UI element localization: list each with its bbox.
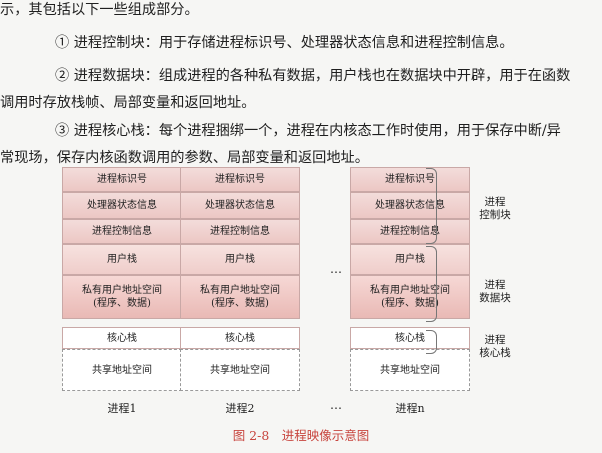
kernel-stack-brace (426, 330, 437, 354)
shared-space-box: 共享地址空间 (350, 349, 470, 391)
paragraph-line-4: 调用时存放栈帧、局部变量和返回地址。 (0, 95, 256, 111)
ctrl-info-box: 进程控制信息 (350, 219, 470, 244)
kernel-stack-box: 核心栈 (62, 327, 182, 349)
ctrl-info-box: 进程控制信息 (62, 219, 182, 244)
ctrl-info-label: 进程控制信息 (210, 226, 270, 237)
ellipsis-bottom: … (330, 398, 342, 412)
pcb-brace (426, 168, 437, 244)
user-stack-box: 用户栈 (62, 244, 182, 275)
kernel-stack-box: 核心栈 (180, 327, 300, 349)
private-space-sublabel: (程序、数据) (381, 298, 439, 309)
shared-space-box: 共享地址空间 (62, 349, 182, 391)
cpu-state-box: 处理器状态信息 (62, 192, 182, 219)
process-label: 进程1 (107, 402, 137, 415)
paragraph-line-1: 示，其包括以下一些组成部分。 (0, 2, 199, 18)
user-stack-label: 用户栈 (225, 254, 255, 265)
ellipsis-middle: … (330, 262, 342, 276)
paragraph-line-2: ① 进程控制块：用于存储进程标识号、处理器状态信息和进程控制信息。 (55, 35, 514, 51)
user-stack-label: 用户栈 (107, 254, 137, 265)
paragraph-line-3: ② 进程数据块：组成进程的各种私有数据，用户栈也在数据块中开辟，用于在函数 (55, 68, 571, 84)
shared-space-label: 共享地址空间 (210, 364, 270, 376)
pid-box: 进程标识号 (180, 167, 300, 192)
user-stack-box: 用户栈 (350, 244, 470, 275)
shared-space-label: 共享地址空间 (380, 364, 440, 376)
ctrl-info-label: 进程控制信息 (380, 226, 440, 237)
cpu-state-label: 处理器状态信息 (375, 200, 445, 211)
kernel-stack-label: 核心栈 (225, 332, 255, 344)
pid-label: 进程标识号 (215, 174, 265, 185)
process-label: 进程2 (225, 402, 255, 415)
private-space-sublabel: (程序、数据) (93, 298, 151, 309)
shared-space-label: 共享地址空间 (92, 364, 152, 376)
paragraph-line-6: 常现场，保存内核函数调用的参数、局部变量和返回地址。 (0, 150, 369, 166)
pid-box: 进程标识号 (350, 167, 470, 192)
pid-label: 进程标识号 (385, 174, 435, 185)
data-group-label: 进程 数据块 (470, 279, 520, 305)
paragraph-line-5: ③ 进程核心栈：每个进程捆绑一个，进程在内核态工作时使用，用于保存中断/异 (55, 123, 561, 139)
cpu-state-label: 处理器状态信息 (87, 200, 157, 211)
shared-space-box: 共享地址空间 (180, 349, 300, 391)
user-stack-label: 用户栈 (395, 254, 425, 265)
kernel-stack-box: 核心栈 (350, 327, 470, 349)
pid-label: 进程标识号 (97, 174, 147, 185)
private-space-label: 私有用户地址空间 (200, 285, 280, 296)
pcb-group-label-line-2: 控制块 (479, 209, 511, 221)
private-space-label: 私有用户地址空间 (82, 285, 162, 296)
pcb-group-label-line-1: 进程 (484, 196, 506, 208)
ctrl-info-label: 进程控制信息 (92, 226, 152, 237)
private-space-box: 私有用户地址空间 (程序、数据) (62, 275, 182, 319)
data-block-brace (426, 246, 437, 322)
private-space-sublabel: (程序、数据) (211, 298, 269, 309)
private-space-box: 私有用户地址空间 (程序、数据) (180, 275, 300, 319)
process-label: 进程n (395, 402, 425, 415)
user-stack-box: 用户栈 (180, 244, 300, 275)
data-group-label-line-2: 数据块 (479, 292, 511, 304)
kstack-group-label-line-1: 进程 (484, 334, 506, 346)
kernel-stack-label: 核心栈 (107, 332, 137, 344)
cpu-state-label: 处理器状态信息 (205, 200, 275, 211)
figure-caption: 图 2-8 进程映像示意图 (232, 428, 370, 443)
pid-box: 进程标识号 (62, 167, 182, 192)
kstack-group-label: 进程 核心栈 (470, 334, 520, 360)
kernel-stack-label: 核心栈 (395, 332, 425, 344)
pcb-group-label: 进程 控制块 (470, 196, 520, 222)
private-space-box: 私有用户地址空间 (程序、数据) (350, 275, 470, 319)
cpu-state-box: 处理器状态信息 (180, 192, 300, 219)
kstack-group-label-line-2: 核心栈 (479, 347, 511, 359)
cpu-state-box: 处理器状态信息 (350, 192, 470, 219)
data-group-label-line-1: 进程 (484, 279, 506, 291)
ctrl-info-box: 进程控制信息 (180, 219, 300, 244)
private-space-label: 私有用户地址空间 (370, 285, 450, 296)
